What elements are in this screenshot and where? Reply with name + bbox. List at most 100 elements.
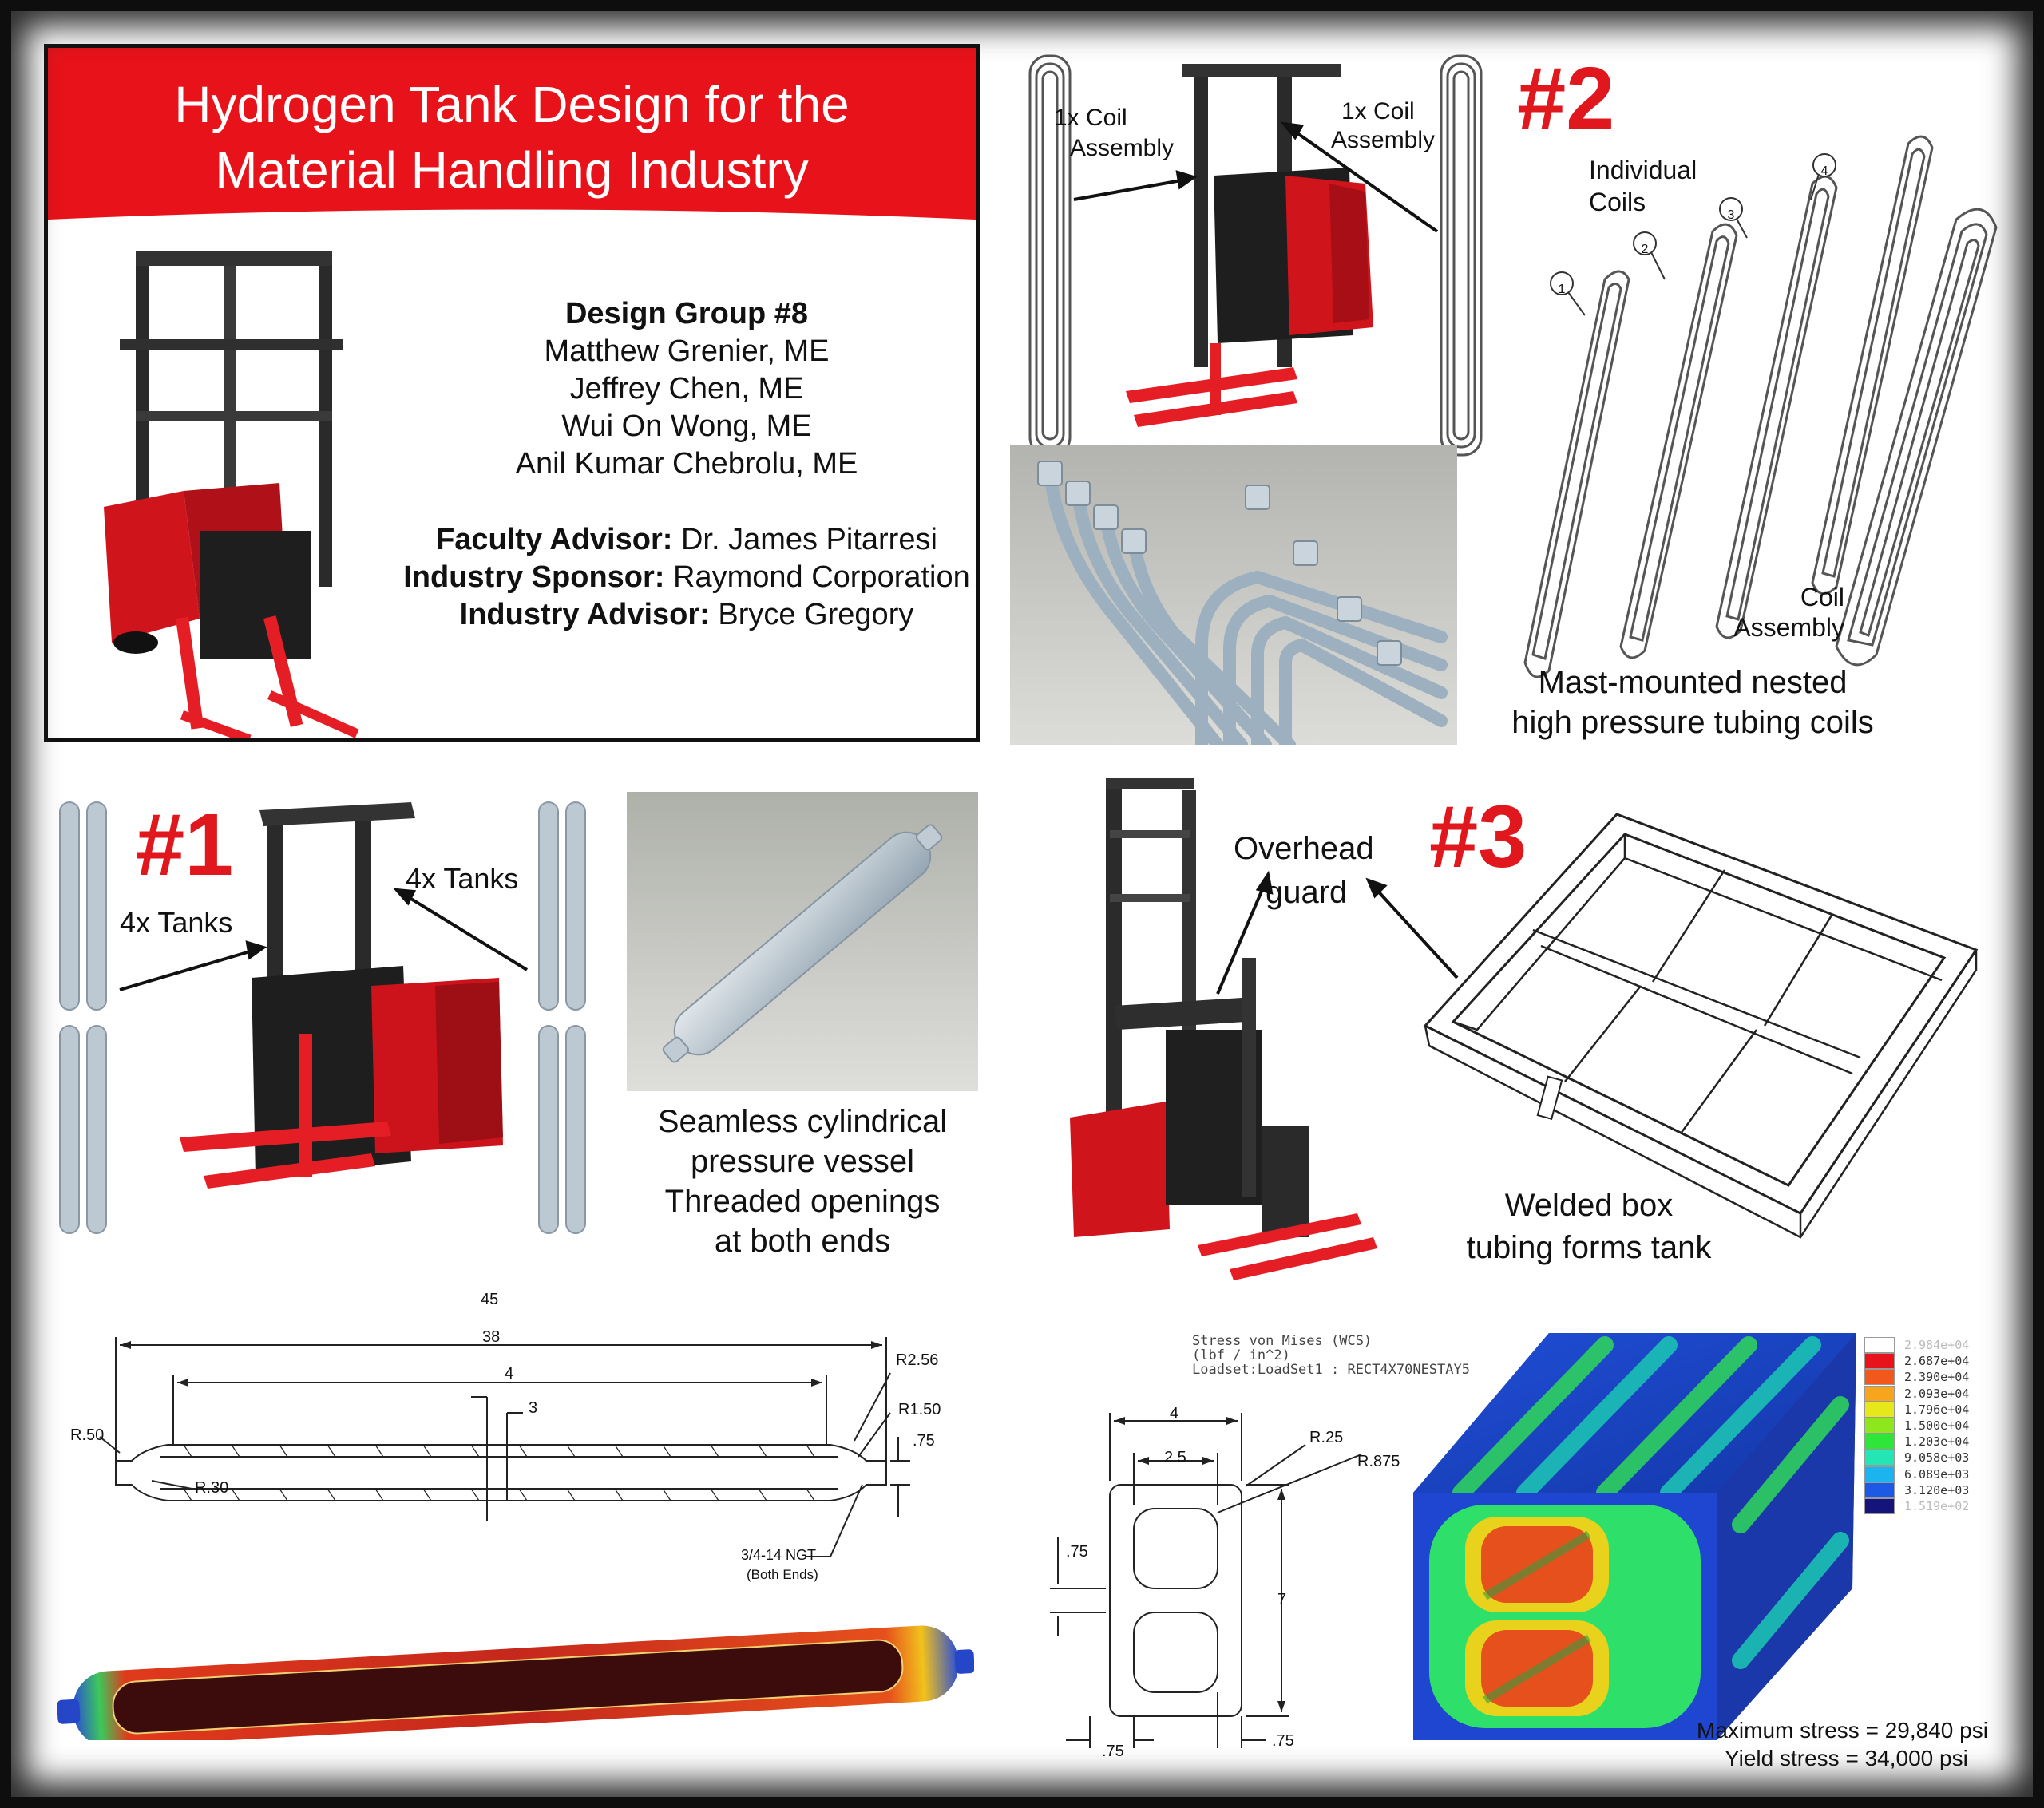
fea-legend-row: 1.500e+04: [1864, 1418, 2024, 1434]
thread-spec-1: 3/4-14 NGT: [741, 1547, 817, 1563]
fea-legend-swatch: [1864, 1482, 1895, 1498]
dim-3: 3: [529, 1399, 538, 1417]
fea-legend-value: 2.984e+04: [1904, 1338, 1970, 1352]
design1-caption-3: Threaded openings: [664, 1184, 941, 1219]
overhead-guard-1: Overhead: [1234, 831, 1374, 866]
design2-illustration: [1028, 54, 1998, 678]
fea-legend-value: 1.519e+02: [1904, 1499, 1970, 1513]
title-line-2: Material Handling Industry: [215, 141, 809, 199]
design3-caption-1: Welded box: [1504, 1188, 1674, 1223]
xs-dim-r875: R.875: [1357, 1453, 1400, 1470]
xs-dim-25: 2.5: [1164, 1449, 1186, 1466]
fea-legend-row: 1.203e+04: [1864, 1434, 2024, 1450]
design3-caption-2: tubing forms tank: [1466, 1230, 1712, 1265]
fea-legend-swatch: [1864, 1353, 1895, 1370]
fea-legend-row: 2.687e+04: [1864, 1353, 2024, 1370]
design3-illustration: [1070, 778, 1979, 1280]
xs-dim-075-b: .75: [1102, 1743, 1124, 1760]
fea-legend-value: 1.500e+04: [1904, 1418, 1970, 1433]
coil-number-1: 1: [1558, 283, 1566, 296]
fea-legend-row: 9.058e+03: [1864, 1450, 2024, 1466]
tanks-label-left: 4x Tanks: [120, 906, 233, 939]
coil-number-4: 4: [1820, 164, 1828, 178]
fea-legend-value: 9.058e+03: [1904, 1450, 1970, 1466]
design1-caption-4: at both ends: [714, 1224, 891, 1259]
coil-number-2: 2: [1641, 243, 1649, 256]
design1-number: #1: [136, 796, 234, 894]
design1-illustration: [59, 801, 586, 1234]
fea-legend-value: 1.796e+04: [1904, 1402, 1970, 1417]
industry-advisor: Industry Advisor: Bryce Gregory: [459, 598, 914, 631]
thread-spec-2: (Both Ends): [747, 1567, 818, 1582]
coil-assembly-2: Assembly: [1733, 613, 1844, 642]
fea-legend-row: 2.093e+04: [1864, 1385, 2024, 1402]
individual-coils-2: Coils: [1589, 188, 1646, 216]
box-cross-section-drawing: [1050, 1413, 1362, 1748]
industry-sponsor: Industry Sponsor: Raymond Corporation: [403, 560, 970, 594]
design2-caption-1: Mast-mounted nested: [1538, 665, 1848, 700]
fea-legend-row: 2.984e+04: [1864, 1337, 2024, 1353]
fea-legend-swatch: [1864, 1369, 1895, 1386]
xs-dim-075-a: .75: [1066, 1543, 1088, 1561]
fea-legend-row: 1.519e+02: [1864, 1498, 2024, 1514]
xs-dim-r25: R.25: [1309, 1429, 1344, 1446]
dim-38: 38: [482, 1328, 501, 1346]
tanks-label-right: 4x Tanks: [406, 862, 519, 895]
fea-legend-swatch: [1864, 1434, 1895, 1450]
fea-legend-swatch: [1864, 1450, 1895, 1466]
faculty-advisor: Faculty Advisor: Dr. James Pitarresi: [436, 523, 937, 556]
member-2: Jeffrey Chen, ME: [569, 372, 804, 406]
title-line-1: Hydrogen Tank Design for the: [174, 76, 850, 133]
fea-header-2: (lbf / in^2): [1192, 1347, 1290, 1363]
fea-legend-value: 2.390e+04: [1904, 1370, 1970, 1385]
tank-fea-render: [57, 1625, 974, 1740]
member-4: Anil Kumar Chebrolu, ME: [515, 447, 858, 481]
member-3: Wui On Wong, ME: [561, 409, 812, 443]
fea-legend-value: 2.093e+04: [1904, 1386, 1970, 1401]
dim-45: 45: [481, 1291, 499, 1308]
dim-r50: R.50: [70, 1426, 105, 1444]
dim-r30: R.30: [195, 1479, 229, 1497]
dim-4: 4: [505, 1365, 514, 1383]
fea-legend-swatch: [1864, 1385, 1895, 1402]
box-fea-render: [1413, 1333, 1856, 1740]
dim-075: .75: [913, 1432, 935, 1450]
fea-legend-row: 1.796e+04: [1864, 1401, 2024, 1418]
fea-legend-row: 6.089e+03: [1864, 1466, 2024, 1482]
coil-label-right-2: Assembly: [1331, 127, 1436, 153]
fea-legend-swatch: [1864, 1498, 1895, 1514]
fea-legend-value: 2.687e+04: [1904, 1354, 1970, 1369]
fea-legend-row: 3.120e+03: [1864, 1482, 2024, 1498]
fea-legend-swatch: [1864, 1337, 1895, 1353]
design2-caption-2: high pressure tubing coils: [1511, 705, 1874, 740]
xs-dim-075-c: .75: [1272, 1732, 1294, 1750]
design3-number: #3: [1429, 788, 1527, 886]
title-panel: Hydrogen Tank Design for the Material Ha…: [44, 44, 980, 742]
max-stress: Maximum stress = 29,840 psi: [1697, 1718, 1988, 1743]
fea-legend-swatch: [1864, 1466, 1895, 1482]
forklift-illustration: [104, 251, 359, 738]
fea-legend-row: 2.390e+04: [1864, 1369, 2024, 1386]
tank-engineering-drawing: [99, 1337, 910, 1557]
dim-r256: R2.56: [896, 1351, 939, 1369]
design1-caption-1: Seamless cylindrical: [657, 1104, 948, 1139]
group-label: Design Group #8: [564, 297, 809, 330]
tubing-render: [1010, 445, 1457, 745]
fea-legend-value: 6.089e+03: [1904, 1466, 1970, 1482]
title-band: [48, 48, 976, 220]
fea-legend-value: 3.120e+03: [1904, 1482, 1970, 1497]
individual-coils-1: Individual: [1589, 156, 1697, 184]
coil-label-left-1: 1x Coil: [1054, 105, 1127, 131]
dim-r150: R1.50: [898, 1401, 941, 1418]
pressure-vessel-render: [627, 792, 978, 1091]
coil-assembly-1: Coil: [1800, 583, 1844, 611]
design1-caption-2: pressure vessel: [690, 1144, 915, 1179]
overhead-guard-2: guard: [1266, 875, 1348, 910]
coil-number-3: 3: [1727, 208, 1735, 222]
coil-label-left-2: Assembly: [1070, 135, 1175, 161]
fea-legend-swatch: [1864, 1401, 1895, 1418]
coil-label-right-1: 1x Coil: [1341, 98, 1415, 125]
design2-number: #2: [1517, 49, 1615, 148]
fea-header-3: Loadset:LoadSet1 : RECT4X70NESTAY5: [1192, 1362, 1470, 1378]
